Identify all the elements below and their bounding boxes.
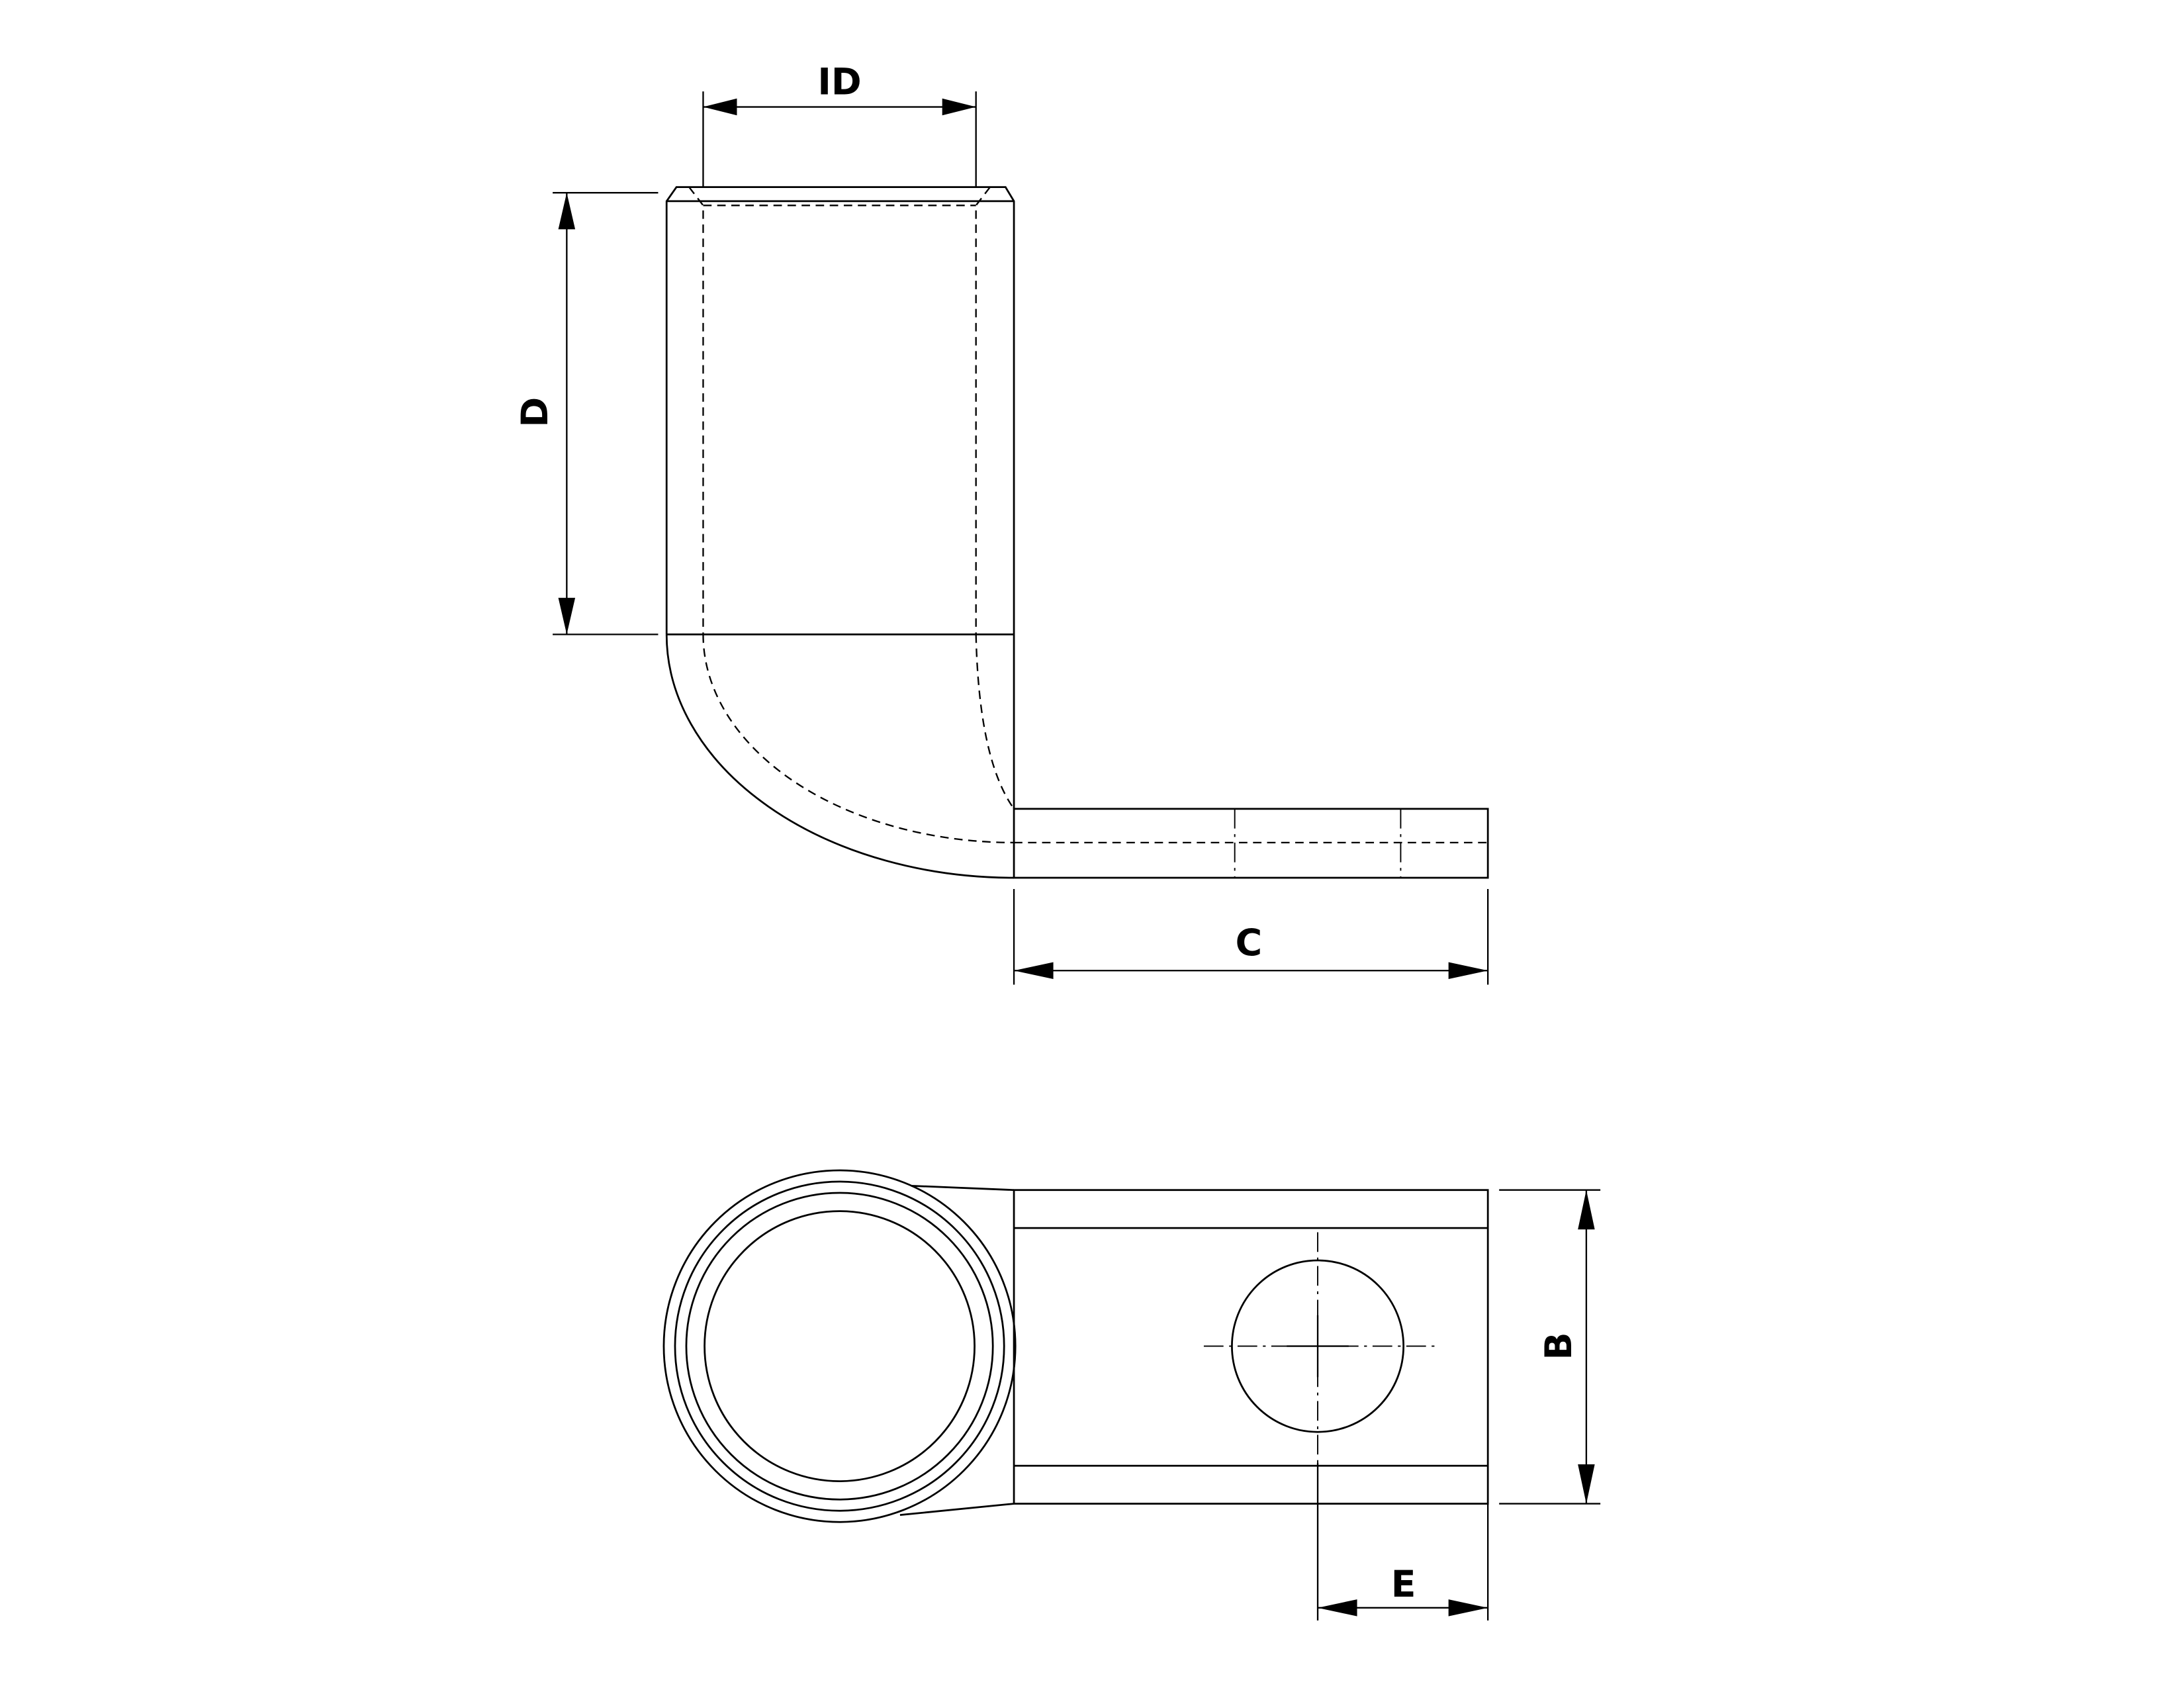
barrel-bore-circle [704, 1210, 976, 1482]
side-view: ID D C [514, 62, 1489, 985]
dimension-label-d: D [514, 397, 557, 428]
dimension-label-b: B [1538, 1333, 1580, 1360]
barrel-outline [665, 186, 1015, 809]
dimension-label-id: ID [817, 62, 861, 104]
barrel-outer-circle [662, 1169, 1017, 1523]
barrel-mid-circle [685, 1192, 994, 1501]
dimension-d: D [514, 191, 659, 635]
barrel-chamfer-circle [674, 1180, 1005, 1512]
dimension-c: C [1013, 888, 1489, 985]
dimension-b: B [1499, 1189, 1601, 1505]
dimension-label-c: C [1236, 922, 1263, 964]
tangent-bottom [899, 1503, 1015, 1516]
top-view: B E [662, 1169, 1601, 1620]
bend-inner-right [975, 634, 1015, 810]
dimension-e: E [1316, 1462, 1489, 1620]
tangent-top [911, 1184, 1015, 1192]
bend-inner-arc [702, 634, 1015, 844]
bend-outer-arc [665, 634, 1015, 879]
tongue-plan [1013, 1189, 1489, 1505]
barrel-bore-hidden [688, 186, 991, 635]
dimension-id: ID [702, 62, 977, 187]
dimension-label-e: E [1391, 1564, 1416, 1606]
